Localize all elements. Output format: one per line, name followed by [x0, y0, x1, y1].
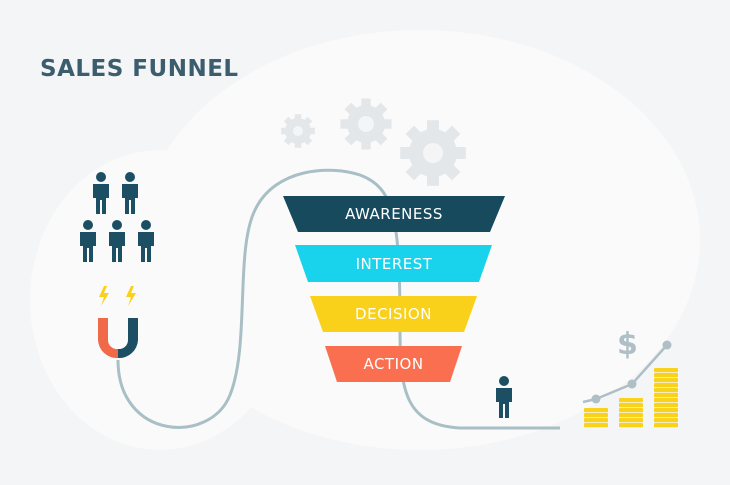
funnel-stage-decision-shape [310, 296, 477, 332]
funnel-stage-decision: DECISION [355, 305, 432, 323]
funnel-stage-awareness: AWARENESS [345, 205, 443, 223]
person-icon [122, 172, 138, 214]
page-title: SALES FUNNEL [40, 56, 239, 82]
funnel-stage-interest-shape [295, 245, 492, 282]
lightning-icon [99, 286, 109, 306]
gears-group [281, 98, 466, 186]
funnel-stage-interest: INTEREST [355, 254, 433, 273]
funnel-stage-action-shape [325, 346, 462, 382]
coin-stacks [584, 368, 678, 428]
person-icon [109, 220, 125, 262]
person-icon [93, 172, 109, 214]
person-icon [80, 220, 96, 262]
person-icon [138, 220, 154, 262]
coin-stack-icon [619, 398, 643, 428]
background-blob [30, 150, 290, 450]
dollar-icon: $ [617, 327, 638, 362]
gear-icon [281, 114, 315, 148]
coin-stack-icon [584, 408, 608, 428]
coin-stack-icon [654, 368, 678, 428]
growth-point [627, 379, 637, 389]
growth-line [582, 344, 668, 404]
person-icon [496, 376, 512, 418]
funnel-stage-action: ACTION [363, 355, 424, 373]
growth-point [662, 340, 672, 350]
magnet-icon [98, 318, 138, 359]
lightning-icon [126, 286, 136, 306]
growth-point [591, 394, 601, 404]
gear-icon [400, 120, 466, 186]
gear-icon [340, 98, 392, 150]
funnel-stage-awareness-shape [283, 196, 505, 232]
